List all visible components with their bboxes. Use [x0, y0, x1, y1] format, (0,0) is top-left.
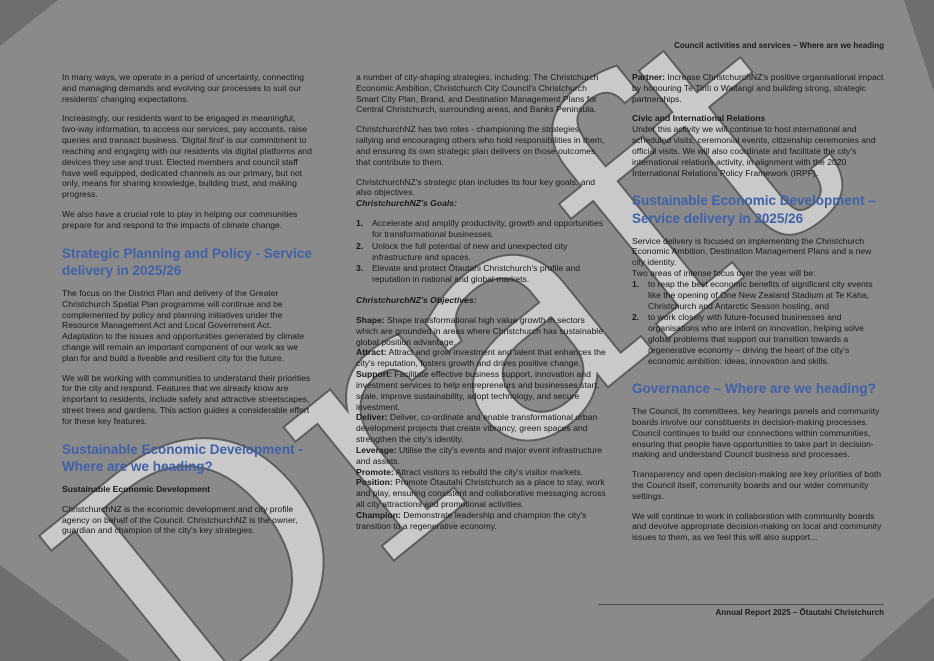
objective-label: Leverage:	[356, 444, 397, 455]
paragraph: We will continue to work in collaboratio…	[632, 510, 882, 543]
objective-text: Facilitate effective business support, i…	[356, 369, 600, 412]
section-heading-strategic-planning: Strategic Planning and Policy - Service …	[62, 245, 312, 279]
scan-corner-bottom-left	[0, 565, 130, 661]
objectives-list: Shape: Shape transformational high value…	[356, 315, 608, 532]
objective-text: Deliver, co-ordinate and enable transfor…	[356, 412, 598, 445]
goals-list: Accelerate and amplify productivity, gro…	[356, 218, 608, 285]
objective-text: Attract visitors to rebuild the city's v…	[393, 466, 584, 477]
objective-item: Shape: Shape transformational high value…	[356, 315, 608, 347]
objective-label: Shape:	[356, 314, 385, 325]
objective-item: Partner: Increase ChristchurchNZ's posit…	[632, 72, 884, 104]
focus-list: to reap the best economic benefits of si…	[632, 279, 884, 367]
focus-item: to reap the best economic benefits of si…	[632, 278, 873, 311]
objective-item: Attract: Attract and grow investment and…	[356, 347, 608, 369]
column-3: Partner: Increase ChristchurchNZ's posit…	[632, 72, 884, 552]
paragraph: a number of city-shaping strategies, inc…	[356, 72, 599, 115]
subheading-civic-international-relations: Civic and International Relations	[632, 113, 766, 124]
goal-item: Unlock the full potential of new and une…	[356, 240, 568, 262]
objective-label: Deliver:	[356, 412, 388, 423]
objective-text: Demonstrate leadership and champion the …	[356, 509, 587, 531]
paragraph: Two areas of intense focus over the year…	[632, 268, 816, 279]
objective-item: Champion: Demonstrate leadership and cha…	[356, 510, 608, 532]
scan-corner-top-right	[904, 0, 934, 92]
paragraph: We also have a crucial role to play in h…	[62, 209, 298, 230]
objective-text: Increase ChristchurchNZ's positive organ…	[632, 72, 884, 104]
paragraph: Under this activity we will continue to …	[632, 124, 876, 178]
section-heading-sustainable-economic-development: Sustainable Economic Development - Where…	[62, 441, 303, 475]
paragraph: Service delivery is focused on implement…	[632, 235, 872, 268]
objective-item: Support: Facilitate effective business s…	[356, 369, 608, 412]
goal-item: Accelerate and amplify productivity, gro…	[356, 218, 604, 239]
paragraph: ChristchurchNZ is the economic developme…	[62, 503, 298, 536]
objective-text: Shape transformational high value growth…	[356, 314, 603, 347]
scan-corner-bottom-right	[860, 597, 934, 661]
objective-label: Position:	[356, 477, 393, 488]
objective-label: Champion:	[356, 509, 401, 520]
objective-label: Promote:	[356, 466, 394, 477]
objectives-label: ChristchurchNZ's Objectives:	[356, 295, 477, 306]
paragraph: ChristchurchNZ's strategic plan includes…	[356, 176, 596, 198]
subheading-sustainable-economic-development: Sustainable Economic Development	[62, 483, 211, 494]
objective-text: Utilise the city's events and major even…	[356, 444, 603, 466]
column-1: In many ways, we operate in a period of …	[62, 72, 314, 545]
paragraph: The focus on the District Plan and deliv…	[62, 287, 305, 363]
objective-item: Position: Promote Ōtautahi Christchurch …	[356, 477, 608, 509]
focus-item: to work closely with future-focused busi…	[632, 312, 864, 366]
section-heading-governance: Governance – Where are we heading?	[632, 381, 876, 397]
objective-label: Partner:	[632, 72, 665, 82]
objective-text: Attract and grow investment and talent t…	[356, 347, 606, 369]
paragraph: ChristchurchNZ has two roles - championi…	[356, 124, 605, 167]
objective-label: Support:	[356, 369, 392, 380]
paragraph: The Council, its committees, key hearing…	[632, 406, 880, 460]
running-header: Council activities and services – Where …	[674, 41, 884, 50]
paragraph: In many ways, we operate in a period of …	[62, 72, 305, 104]
objective-text: Promote Ōtautahi Christchurch as a place…	[356, 477, 606, 509]
page-footer: Annual Report 2025 – Ōtautahi Christchur…	[598, 604, 884, 617]
paragraph: We will be working with communities to u…	[62, 372, 311, 426]
objective-item: Leverage: Utilise the city's events and …	[356, 445, 608, 467]
paragraph: Increasingly, our residents want to be e…	[62, 113, 312, 200]
objective-item: Deliver: Deliver, co-ordinate and enable…	[356, 412, 608, 444]
goals-label: ChristchurchNZ's Goals:	[356, 198, 457, 209]
column-2: a number of city-shaping strategies, inc…	[356, 72, 608, 531]
paragraph: Transparency and open decision-making ar…	[632, 469, 882, 501]
scan-corner-top-left	[0, 0, 58, 46]
objective-item: Promote: Attract visitors to rebuild the…	[356, 467, 608, 478]
goal-item: Elevate and protect Ōtautahi Christchurc…	[356, 263, 581, 285]
objective-label: Attract:	[356, 347, 387, 358]
section-heading-sed-service-delivery: Sustainable Economic Development – Servi…	[632, 193, 876, 226]
